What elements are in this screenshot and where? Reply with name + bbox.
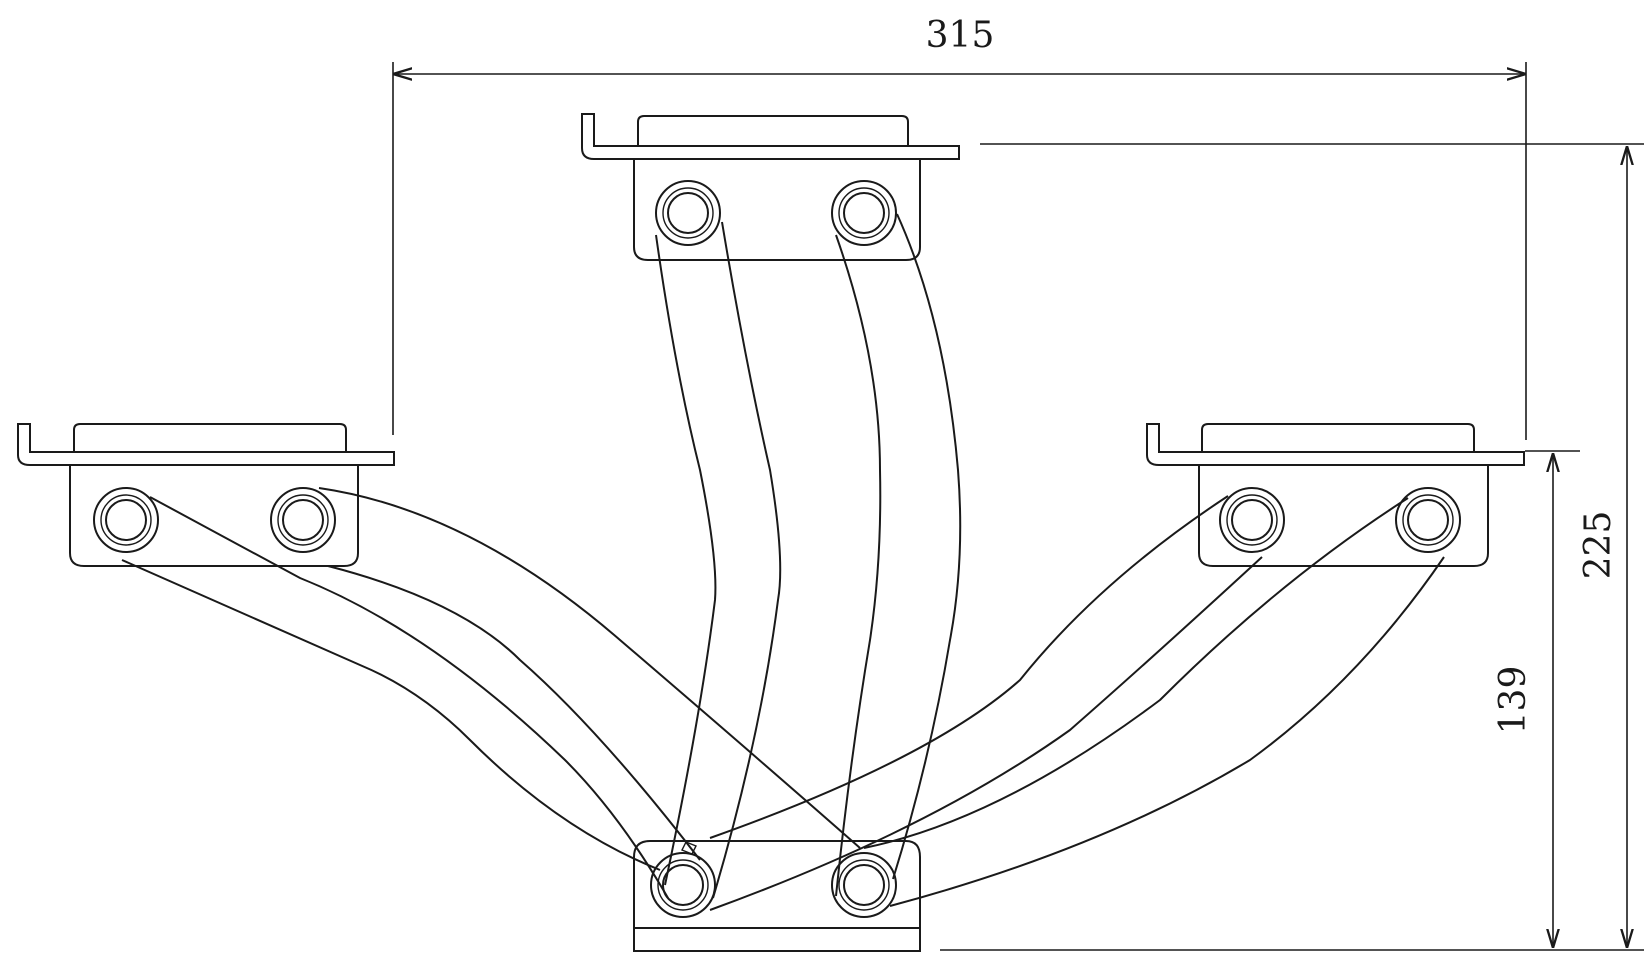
pivot-pin: [270, 487, 336, 553]
dimension-lower-height: 139: [1493, 450, 1580, 948]
pivot-pin: [650, 852, 716, 918]
width-dimension-label: 315: [926, 15, 995, 56]
arm-right-front: [709, 495, 1263, 911]
pivot-pin: [1395, 487, 1461, 553]
arm-right-rear: [863, 497, 1445, 907]
left-bracket: [17, 423, 395, 567]
arm-left-front: [121, 496, 669, 899]
pivot-pin: [831, 852, 897, 918]
arm-joint-tab: [681, 841, 697, 855]
pivot-pin: [831, 180, 897, 246]
bottom-base-bracket: [633, 840, 921, 952]
pivot-pin: [1219, 487, 1285, 553]
pivot-pin: [93, 487, 159, 553]
dimension-height: 225: [940, 143, 1644, 951]
pivot-pin: [655, 180, 721, 246]
dimension-width: 315: [392, 15, 1527, 440]
lower-height-dimension-label: 139: [1493, 666, 1534, 735]
height-dimension-label: 225: [1578, 511, 1619, 580]
right-bracket: [1146, 423, 1525, 567]
top-bracket: [581, 113, 960, 261]
arm-left-rear: [318, 487, 861, 861]
arm-vertical-rear: [835, 213, 962, 897]
arm-vertical-front: [655, 221, 782, 899]
